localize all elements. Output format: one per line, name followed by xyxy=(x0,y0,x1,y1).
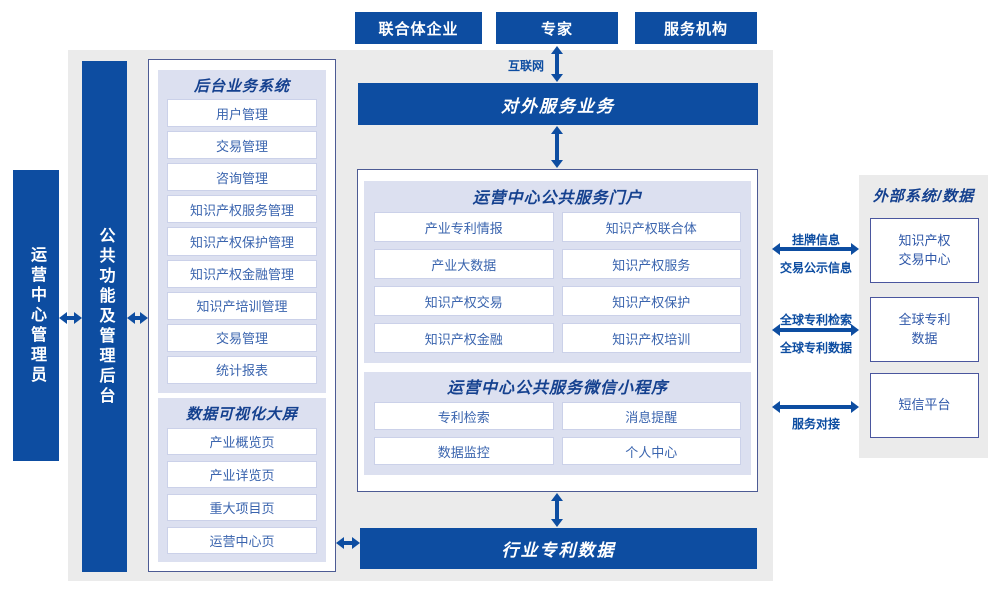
miniapp-item: 个人中心 xyxy=(561,437,741,465)
external-system-ip-trading-center: 知识产权交易中心 xyxy=(870,218,979,283)
actor-label: 服务机构 xyxy=(663,20,728,38)
backend-bar: 公共功能及管理后台 xyxy=(82,61,127,572)
arrow-ip-trading-link-icon xyxy=(780,247,851,251)
dashboard-title: 数据可视化大屏 xyxy=(185,406,298,423)
dashboard-list: 产业概览页 产业详览页 重大项目页 运营中心页 xyxy=(158,428,326,554)
portal-grid: 产业专利情报 知识产权联合体 产业大数据 知识产权服务 知识产权交易 知识产权保… xyxy=(374,212,741,353)
miniapp-item: 消息提醒 xyxy=(561,402,741,430)
arrow-backend-to-system-icon xyxy=(135,316,140,320)
portal-title: 运营中心公共服务门户 xyxy=(472,190,643,207)
backend-system-panel: 后台业务系统 用户管理 交易管理 咨询管理 知识产权服务管理 知识产权保护管理 … xyxy=(158,70,326,393)
trade-publicity-label: 交易公示信息 xyxy=(779,261,852,275)
portal-item: 产业专利情报 xyxy=(374,212,554,242)
list-item: 咨询管理 xyxy=(167,163,317,192)
backend-system-title: 后台业务系统 xyxy=(193,78,290,95)
arrow-external-to-portal-icon xyxy=(555,134,559,160)
arrow-portal-to-patent-data-icon xyxy=(555,501,559,519)
arrow-admin-to-backend-icon xyxy=(67,316,74,320)
list-item: 知识产权保护管理 xyxy=(167,227,317,256)
internet-label: 互联网 xyxy=(507,59,544,73)
admin-bar-label: 运营中心管理员 xyxy=(28,245,45,386)
external-system-label: 全球专利数据 xyxy=(898,311,951,346)
actor-consortium-enterprise: 联合体企业 xyxy=(355,12,482,44)
portal-item: 知识产权培训 xyxy=(561,323,741,353)
industry-patent-label: 行业专利数据 xyxy=(501,541,616,560)
miniapp-item: 数据监控 xyxy=(374,437,554,465)
backend-system-list: 用户管理 交易管理 咨询管理 知识产权服务管理 知识产权保护管理 知识产权金融管… xyxy=(158,99,326,384)
list-item: 运营中心页 xyxy=(167,527,317,554)
list-item: 知识产培训管理 xyxy=(167,291,317,320)
external-service-label: 对外服务业务 xyxy=(501,96,615,116)
external-system-global-patent-data: 全球专利数据 xyxy=(870,297,979,362)
portal-item: 知识产权服务 xyxy=(561,249,741,279)
list-item: 用户管理 xyxy=(167,99,317,128)
list-item: 产业详览页 xyxy=(167,461,317,488)
list-item: 知识产权金融管理 xyxy=(167,259,317,288)
actor-expert: 专家 xyxy=(496,12,618,44)
backend-bar-label: 公共功能及管理后台 xyxy=(96,226,114,407)
external-system-sms-platform: 短信平台 xyxy=(870,373,979,438)
listing-info-label: 挂牌信息 xyxy=(791,233,840,247)
list-item: 重大项目页 xyxy=(167,494,317,521)
list-item: 统计报表 xyxy=(167,355,317,384)
arrow-internet-icon xyxy=(555,54,559,74)
global-patent-search-label: 全球专利检索 xyxy=(779,313,852,327)
actor-label: 联合体企业 xyxy=(378,20,459,38)
miniapp-title: 运营中心公共服务微信小程序 xyxy=(446,380,668,397)
list-item: 交易管理 xyxy=(167,131,317,160)
external-system-label: 短信平台 xyxy=(898,397,951,413)
arrow-dashboard-to-patent-data-icon xyxy=(344,541,352,545)
industry-patent-bar: 行业专利数据 xyxy=(360,528,757,569)
portal-item: 知识产权金融 xyxy=(374,323,554,353)
external-system-label: 知识产权交易中心 xyxy=(898,232,951,267)
portal-item: 知识产权交易 xyxy=(374,286,554,316)
dashboard-panel: 数据可视化大屏 产业概览页 产业详览页 重大项目页 运营中心页 xyxy=(158,398,326,562)
miniapp-item: 专利检索 xyxy=(374,402,554,430)
portal-item: 产业大数据 xyxy=(374,249,554,279)
actor-label: 专家 xyxy=(540,20,573,38)
external-systems-title: 外部系统/数据 xyxy=(872,188,975,205)
miniapp-panel: 运营中心公共服务微信小程序 专利检索 消息提醒 数据监控 个人中心 xyxy=(364,372,751,475)
admin-bar: 运营中心管理员 xyxy=(13,170,59,461)
external-service-bar: 对外服务业务 xyxy=(358,83,758,125)
arrow-global-patent-link-icon xyxy=(780,328,851,332)
service-docking-label: 服务对接 xyxy=(791,417,840,431)
miniapp-grid: 专利检索 消息提醒 数据监控 个人中心 xyxy=(374,402,741,465)
portal-panel: 运营中心公共服务门户 产业专利情报 知识产权联合体 产业大数据 知识产权服务 知… xyxy=(364,181,751,363)
portal-item: 知识产权联合体 xyxy=(561,212,741,242)
list-item: 产业概览页 xyxy=(167,428,317,455)
global-patent-data-label: 全球专利数据 xyxy=(779,341,852,355)
portal-item: 知识产权保护 xyxy=(561,286,741,316)
actor-service-agency: 服务机构 xyxy=(635,12,757,44)
arrow-sms-link-icon xyxy=(780,405,851,409)
list-item: 知识产权服务管理 xyxy=(167,195,317,224)
list-item: 交易管理 xyxy=(167,323,317,352)
